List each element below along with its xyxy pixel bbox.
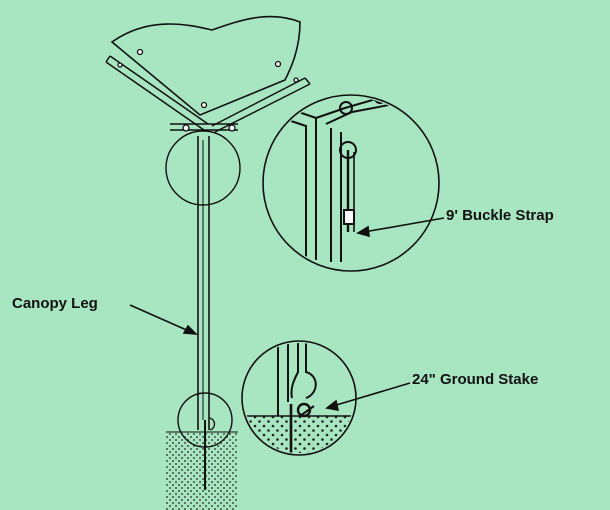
strap-detail — [262, 94, 440, 272]
foot-callout-circle — [177, 392, 233, 448]
ground — [166, 432, 238, 510]
canopy-leg — [197, 136, 210, 430]
canopy-leg-label: Canopy Leg — [12, 295, 98, 312]
frame-left-arm — [105, 55, 209, 131]
ground-stake-label: 24" Ground Stake — [412, 371, 539, 388]
frame-pins — [117, 48, 299, 132]
canopy-fabric — [110, 15, 301, 116]
frame-cross-bar — [170, 123, 238, 131]
buckle-strap-label: 9' Buckle Strap — [446, 207, 554, 224]
leader-lines — [129, 217, 445, 412]
